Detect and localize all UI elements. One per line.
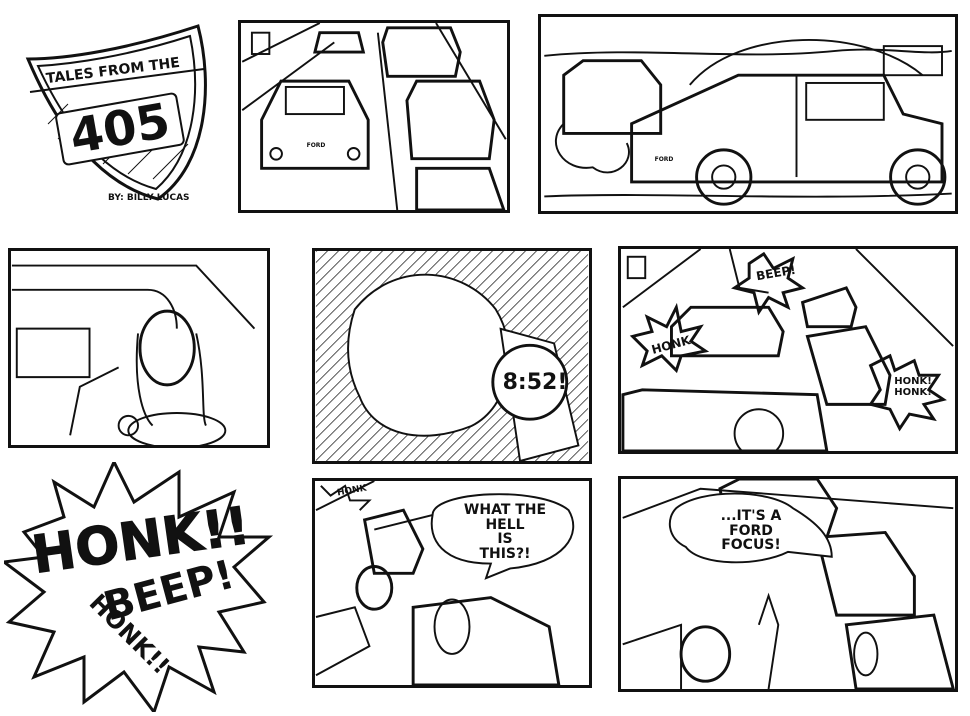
traffic-drawing (241, 23, 507, 210)
panel-smoking-car: FORD (538, 14, 958, 214)
panel-sound-effects: HONK!! BEEP! HONK!! (0, 458, 274, 716)
watch-time: 8:52! (502, 370, 568, 395)
speech-bubble-ford-focus: ...IT'S A FORD FOCUS! (720, 508, 782, 554)
speech-bubble-what-the-hell: WHAT THE HELL IS THIS?! (463, 502, 547, 563)
car-plate: FORD (306, 142, 326, 149)
panel-driver-yelling: HONK WHAT THE HELL IS THIS?! (312, 478, 592, 688)
panel-wristwatch: 8:52! (312, 248, 592, 464)
wristwatch-drawing (315, 251, 589, 461)
driver-drawing (11, 264, 256, 445)
panel-ford-focus: ...IT'S A FORD FOCUS! (618, 476, 958, 692)
panel-driver (8, 248, 270, 448)
ford-focus-drawing (622, 479, 955, 689)
smoking-car-drawing (544, 38, 952, 206)
title-block: TALES FROM THE 405 BY: BILLY LUCAS (8, 14, 223, 214)
honking-traffic-drawing (621, 249, 954, 451)
byline: BY: BILLY LUCAS (108, 193, 190, 203)
panel-freeway-traffic: FORD (238, 20, 510, 213)
panel-honking-traffic: BEEP! HONK HONK! HONK! (618, 246, 958, 454)
starburst (0, 458, 274, 716)
car-plate: FORD (654, 156, 674, 163)
sfx-honk-right: HONK! HONK! (894, 376, 932, 398)
driver-yelling-drawing (315, 481, 575, 685)
